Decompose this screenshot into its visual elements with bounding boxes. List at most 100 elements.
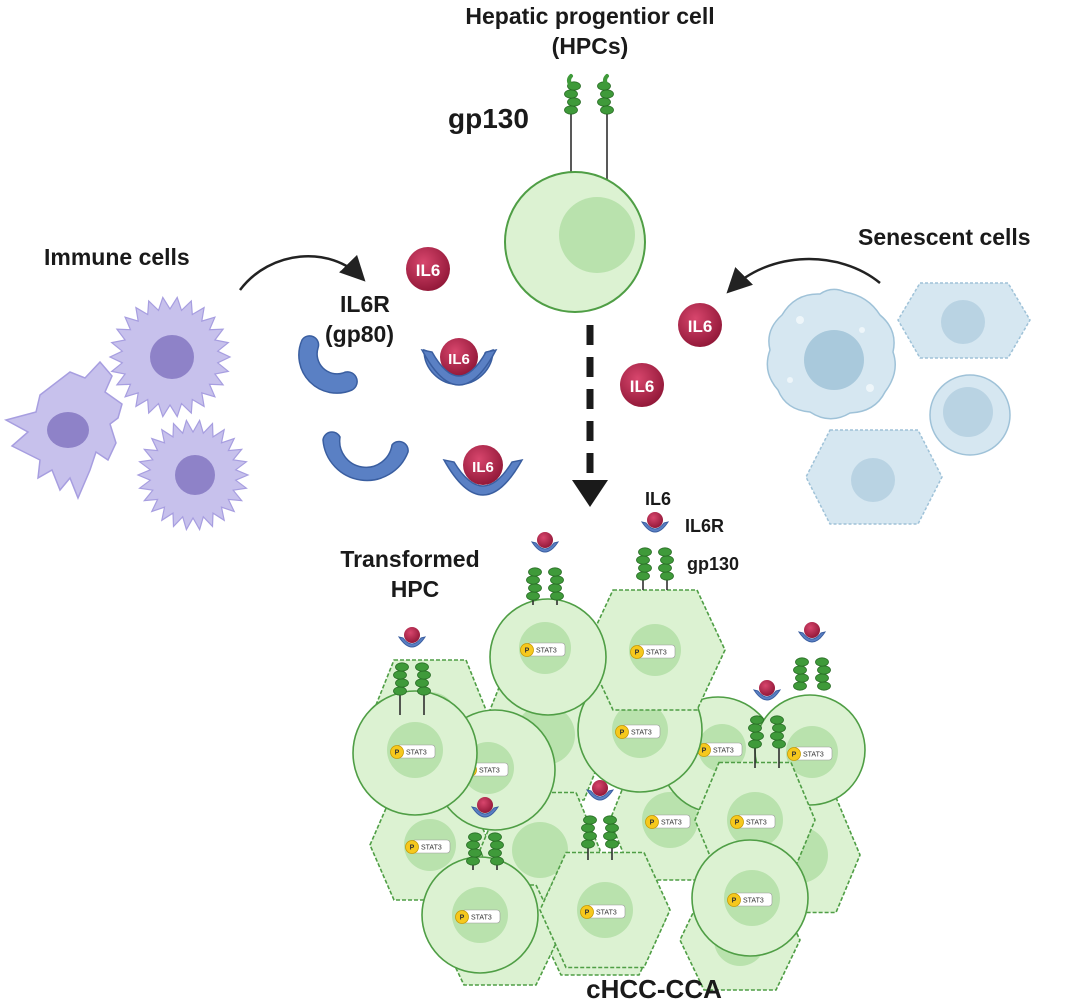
gp130-receptor xyxy=(793,657,809,691)
il6-il6r-gp130-complex xyxy=(397,627,427,648)
gp130-receptor xyxy=(466,832,482,870)
legend-gp130-label: gp130 xyxy=(687,554,739,574)
dashed-arrow-head xyxy=(572,480,608,507)
svg-text:P: P xyxy=(732,898,737,905)
svg-text:IL6: IL6 xyxy=(630,377,655,396)
immune-cell-dendritic xyxy=(3,360,123,500)
p-stat3-badge: P STAT3 xyxy=(405,839,451,854)
transformed-cell-hex: P STAT3 xyxy=(584,589,726,711)
il6-il6r-gp130-complex xyxy=(585,780,615,801)
gp130-receptor-right xyxy=(597,74,614,186)
hpc-title-line2: (HPCs) xyxy=(552,33,629,59)
svg-text:IL6: IL6 xyxy=(448,351,470,368)
il6-free-3: IL6 xyxy=(620,363,664,407)
svg-text:STAT3: STAT3 xyxy=(596,910,617,917)
gp130-receptor xyxy=(658,547,674,590)
gp130-receptor xyxy=(393,662,409,715)
immune-arrow xyxy=(239,254,366,291)
svg-text:STAT3: STAT3 xyxy=(471,915,492,922)
gp130-receptor xyxy=(581,815,597,860)
il6-il6r-gp130-complex xyxy=(752,680,782,701)
il6-il6r-complex-2: IL6 xyxy=(442,445,524,496)
senescent-cell-hex-1 xyxy=(897,282,1031,359)
svg-text:STAT3: STAT3 xyxy=(661,820,682,827)
il6r-label-line1: IL6R xyxy=(340,291,390,317)
legend-il6-label: IL6 xyxy=(645,489,671,509)
svg-text:P: P xyxy=(395,750,400,757)
gp130-receptor xyxy=(770,715,786,768)
senescent-cell-round xyxy=(929,374,1011,456)
p-stat3-badge: P STAT3 xyxy=(730,814,776,829)
svg-text:STAT3: STAT3 xyxy=(479,768,500,775)
il6r-free-2 xyxy=(322,431,409,482)
p-stat3-badge: P STAT3 xyxy=(645,814,691,829)
svg-text:IL6: IL6 xyxy=(472,459,494,476)
transformed-cell-hex: P STAT3 xyxy=(539,851,671,969)
hpc-title-line1: Hepatic progentior cell xyxy=(465,3,714,29)
transformed-cell: P STAT3 xyxy=(352,690,478,816)
gp130-receptor xyxy=(603,815,619,860)
svg-text:P: P xyxy=(585,910,590,917)
p-stat3-badge: P STAT3 xyxy=(727,892,773,907)
tumor-label: cHCC-CCA xyxy=(586,974,722,1003)
gp130-receptor-left xyxy=(564,74,581,186)
svg-text:P: P xyxy=(650,820,655,827)
il6-il6r-gp130-complex xyxy=(797,622,827,643)
gp130-receptor xyxy=(526,567,542,605)
svg-text:STAT3: STAT3 xyxy=(406,750,427,757)
gp130-receptor xyxy=(597,81,614,186)
transformed-label-line1: Transformed xyxy=(340,546,479,572)
immune-cell-spiky-2 xyxy=(136,418,250,532)
gp130-receptor xyxy=(415,662,431,715)
svg-text:IL6: IL6 xyxy=(688,317,713,336)
tumor-cluster: PSTAT3PSTAT3PSTAT3PSTAT3PSTAT3PSTAT3PSTA… xyxy=(352,512,866,991)
senescent-arrow xyxy=(726,257,881,294)
hpc-nucleus xyxy=(559,197,635,273)
svg-text:P: P xyxy=(635,650,640,657)
svg-text:STAT3: STAT3 xyxy=(713,748,734,755)
p-stat3-badge: P STAT3 xyxy=(697,742,743,757)
gp130-label-top: gp130 xyxy=(448,103,529,134)
svg-text:IL6: IL6 xyxy=(416,261,441,280)
senescent-cell-wavy xyxy=(766,288,896,420)
il6r-label-line2: (gp80) xyxy=(325,321,394,347)
svg-text:STAT3: STAT3 xyxy=(743,898,764,905)
il6-il6r-gp130-complex xyxy=(640,512,670,533)
svg-text:P: P xyxy=(525,648,530,655)
gp130-receptor xyxy=(548,567,564,605)
svg-text:STAT3: STAT3 xyxy=(421,845,442,852)
il6-il6r-gp130-complex xyxy=(470,797,500,818)
svg-text:STAT3: STAT3 xyxy=(803,752,824,759)
gp130-receptor xyxy=(636,547,652,590)
gp130-receptor xyxy=(488,832,504,870)
gp130-receptor xyxy=(748,715,764,768)
il6r-free-1 xyxy=(298,335,358,394)
svg-text:P: P xyxy=(620,730,625,737)
senescent-cell-hex-2 xyxy=(805,429,943,525)
il6-free-1: IL6 xyxy=(406,247,450,291)
svg-text:P: P xyxy=(792,752,797,759)
legend-il6r-label: IL6R xyxy=(685,516,724,536)
immune-cells-label: Immune cells xyxy=(44,244,190,270)
transformed-label-line2: HPC xyxy=(391,576,440,602)
svg-text:P: P xyxy=(735,820,740,827)
p-stat3-badge: P STAT3 xyxy=(390,744,436,759)
svg-text:STAT3: STAT3 xyxy=(646,650,667,657)
il6-il6r-complex-1: IL6 xyxy=(420,338,498,386)
svg-text:STAT3: STAT3 xyxy=(746,820,767,827)
senescent-cells-label: Senescent cells xyxy=(858,224,1031,250)
svg-text:P: P xyxy=(410,845,415,852)
il6-il6r-gp130-complex xyxy=(530,532,560,553)
gp130-receptor xyxy=(564,81,581,186)
il6-free-2: IL6 xyxy=(678,303,722,347)
p-stat3-badge: P STAT3 xyxy=(630,644,676,659)
immune-cell-spiky-1 xyxy=(108,295,232,419)
p-stat3-badge: P STAT3 xyxy=(580,904,626,919)
svg-text:P: P xyxy=(702,748,707,755)
